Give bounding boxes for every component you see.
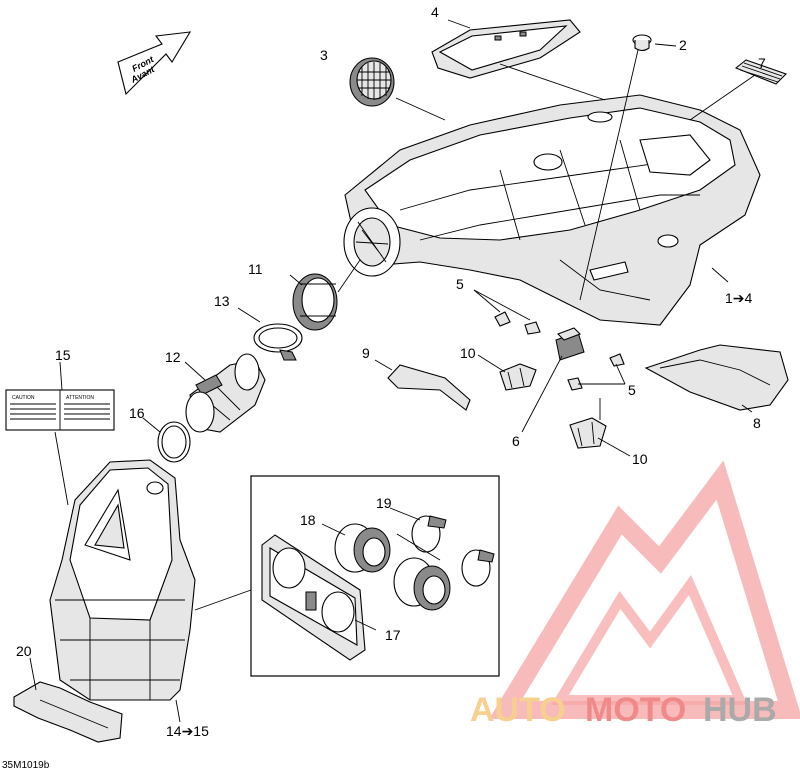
callout-13: 13 bbox=[214, 293, 230, 309]
front-direction-arrow: Front Avant bbox=[117, 31, 192, 96]
callout-11: 11 bbox=[248, 261, 263, 277]
part-10-bracket-upper bbox=[499, 363, 537, 391]
part-13-clamp bbox=[253, 323, 303, 361]
part-7-label bbox=[734, 59, 788, 85]
part-18-boot bbox=[334, 523, 451, 611]
part-11-adapter bbox=[292, 273, 338, 331]
watermark-moto: MOTO bbox=[585, 691, 686, 729]
watermark-logo: AUTO MOTO HUB bbox=[470, 460, 800, 729]
callout-10-lower: 10 bbox=[632, 451, 648, 467]
callout-17: 17 bbox=[385, 627, 401, 643]
part-16-oring bbox=[157, 421, 191, 463]
part-4-cover bbox=[431, 19, 581, 79]
callout-18: 18 bbox=[300, 512, 316, 528]
callout-labels: 4 2 3 7 1➔4 11 13 12 16 15 5 5 9 10 10 6… bbox=[16, 4, 766, 739]
callout-10-upper: 10 bbox=[460, 345, 476, 361]
part-2-grommet bbox=[632, 34, 652, 52]
callout-4: 4 bbox=[431, 4, 439, 20]
callout-12: 12 bbox=[165, 349, 181, 365]
callout-1-to-4: 1➔4 bbox=[725, 290, 753, 306]
callout-5-upper: 5 bbox=[456, 276, 464, 292]
part-3-filter-screen bbox=[349, 57, 395, 107]
part-14-lower-airbox bbox=[49, 459, 196, 701]
callout-9: 9 bbox=[362, 345, 370, 361]
airbox-main-housing bbox=[343, 94, 761, 326]
part-15-caution-label: CAUTION ATTENTION bbox=[5, 389, 115, 431]
part-10-bracket-lower bbox=[569, 417, 607, 449]
part-17-plate bbox=[261, 534, 366, 661]
callout-3: 3 bbox=[320, 47, 328, 63]
callout-6: 6 bbox=[512, 433, 520, 449]
part-9-deflector bbox=[387, 364, 471, 411]
diagram-code: 35M1019b bbox=[2, 760, 50, 771]
callout-14-to-15: 14➔15 bbox=[166, 723, 209, 739]
part-12-duct bbox=[185, 353, 266, 433]
watermark-hub: HUB bbox=[703, 691, 777, 729]
callout-7: 7 bbox=[758, 55, 766, 71]
callout-16: 16 bbox=[129, 405, 145, 421]
part-19-clamps bbox=[411, 515, 495, 587]
part-20-pad bbox=[13, 681, 123, 743]
detail-inset-frame bbox=[250, 475, 500, 677]
watermark-auto: AUTO bbox=[470, 691, 566, 729]
part-5-clips bbox=[494, 311, 625, 391]
callout-20: 20 bbox=[16, 643, 32, 659]
callout-2: 2 bbox=[679, 37, 687, 53]
callout-8: 8 bbox=[753, 415, 761, 431]
caution-title: CAUTION bbox=[12, 395, 35, 401]
part-6-block bbox=[555, 327, 585, 361]
leader-lines bbox=[29, 19, 756, 723]
callout-19: 19 bbox=[376, 495, 392, 511]
part-8-plate bbox=[644, 344, 789, 411]
callout-5-lower: 5 bbox=[628, 382, 636, 398]
callout-15: 15 bbox=[55, 347, 71, 363]
attention-title: ATTENTION bbox=[66, 395, 94, 401]
